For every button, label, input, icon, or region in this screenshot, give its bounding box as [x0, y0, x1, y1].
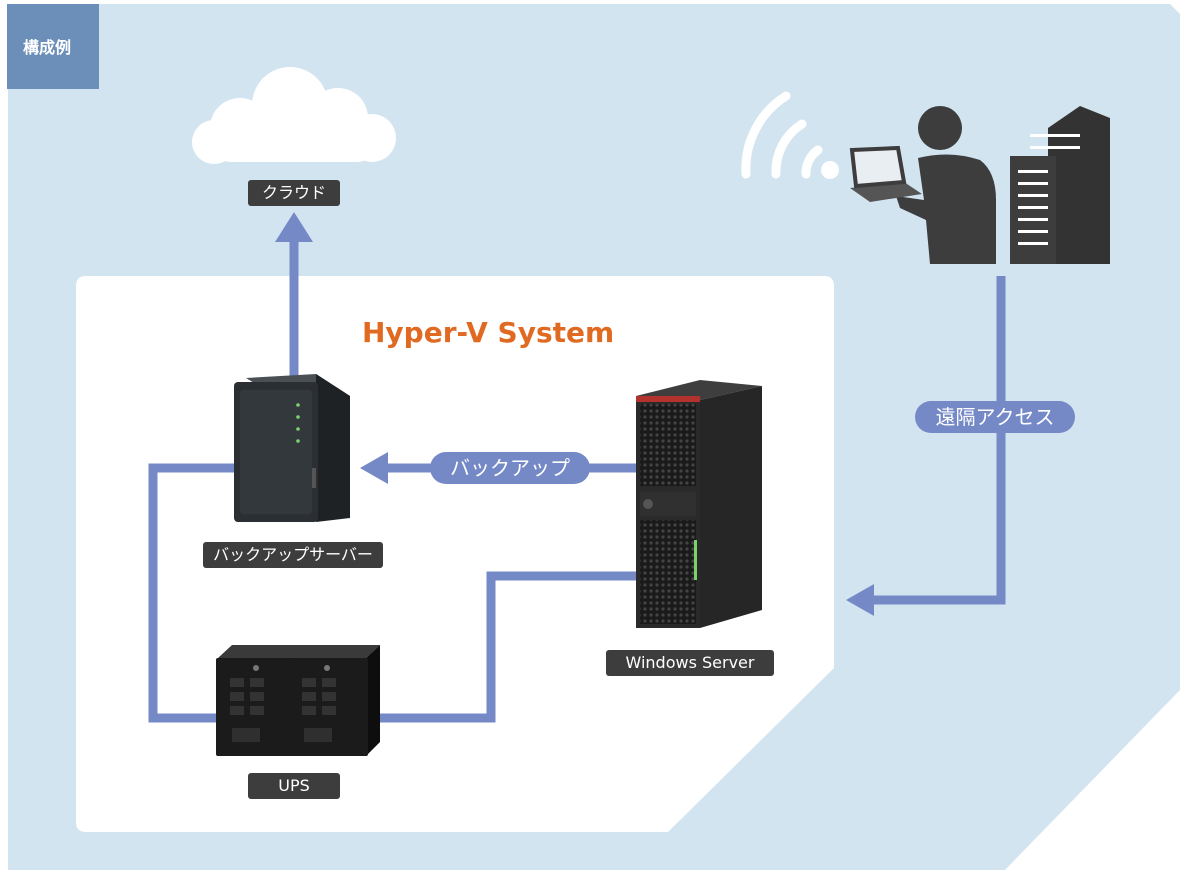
- remote-access-arrowhead: [846, 584, 874, 616]
- remote-access-line: [874, 276, 1006, 605]
- nas-device-icon: [234, 374, 350, 522]
- ups-windows-line: [378, 571, 640, 723]
- tower-server-icon: [636, 380, 762, 628]
- office-building-icon: [1010, 106, 1110, 264]
- backup-arrowhead: [360, 452, 388, 484]
- wifi-dot: [821, 161, 839, 179]
- windows-server-label: Windows Server: [606, 650, 774, 676]
- cloud-arrowhead: [275, 212, 313, 242]
- connectors: [148, 236, 1006, 723]
- ups-label: UPS: [248, 773, 340, 799]
- remote-access-edge-label: 遠隔アクセス: [915, 401, 1075, 433]
- remote-worker-icon: [849, 106, 996, 264]
- cloud-label: クラウド: [248, 180, 340, 206]
- ups-device-icon: [216, 645, 380, 756]
- cloud-icon: [192, 67, 396, 164]
- corner-section-label: 構成例: [7, 4, 99, 89]
- backup-edge-label: バックアップ: [430, 452, 590, 484]
- system-title: Hyper-V System: [362, 316, 615, 349]
- backup-ups-line: [148, 463, 234, 723]
- wifi-signal-icon: [741, 91, 823, 179]
- backup-server-label: バックアップサーバー: [203, 542, 383, 568]
